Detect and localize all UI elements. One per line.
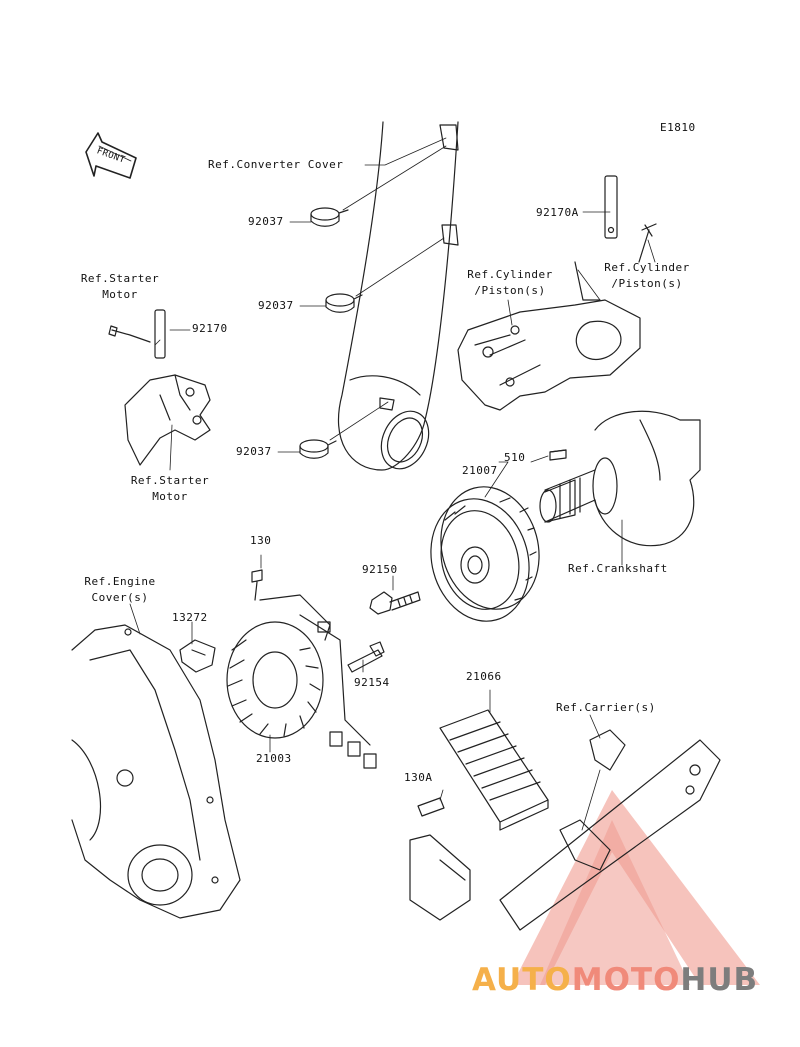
watermark-triangle <box>512 790 760 985</box>
label-ref-starter-top-line2: Motor <box>102 288 138 301</box>
front-arrow-icon <box>85 132 137 179</box>
key-510 <box>549 449 567 453</box>
label-ref-starter-bottom-line2: Motor <box>152 490 188 503</box>
bracket-92170A <box>604 175 657 263</box>
label-ref-converter-cover: Ref.Converter Cover <box>208 158 344 171</box>
label-ref-engine-cover-line2: Cover(s) <box>91 591 149 604</box>
label-ref-starter-bottom-line1: Ref.Starter <box>130 474 210 487</box>
label-ref-carrier: Ref.Carrier(s) <box>556 701 656 714</box>
label-92037-b: 92037 <box>258 299 294 312</box>
watermark-moto: MOTO <box>571 962 681 998</box>
label-130A: 130A <box>404 771 433 784</box>
label-130: 130 <box>250 534 272 547</box>
label-ref-cylinder-right-line2: /Piston(s) <box>611 277 683 290</box>
crankshaft <box>539 410 701 547</box>
label-ref-cylinder-right-line1: Ref.Cylinder <box>604 261 690 274</box>
label-ref-starter-bottom: Ref.Starter Motor <box>120 473 220 505</box>
label-510: 510 <box>504 451 526 464</box>
label-13272: 13272 <box>172 611 208 624</box>
stator <box>226 569 377 769</box>
carrier <box>409 729 721 931</box>
label-ref-cylinder-left: Ref.Cylinder /Piston(s) <box>455 267 565 299</box>
label-21066: 21066 <box>466 670 502 683</box>
label-ref-cylinder-left-line1: Ref.Cylinder <box>467 268 553 281</box>
leader-lines <box>129 137 656 831</box>
label-92170A: 92170A <box>536 206 579 219</box>
label-ref-engine-cover: Ref.Engine Cover(s) <box>70 574 170 606</box>
label-ref-starter-top: Ref.Starter Motor <box>70 271 170 303</box>
label-92154: 92154 <box>354 676 390 689</box>
watermark-hub: HUB <box>680 962 759 998</box>
bolt-92154 <box>347 641 385 673</box>
rotor <box>430 486 540 622</box>
converter-duct <box>337 121 459 471</box>
label-ref-engine-cover-line1: Ref.Engine <box>84 575 156 588</box>
label-ref-crankshaft: Ref.Crankshaft <box>568 562 668 575</box>
regulator <box>417 709 549 831</box>
label-ref-cylinder-right: Ref.Cylinder /Piston(s) <box>592 260 702 292</box>
label-92037-c: 92037 <box>236 445 272 458</box>
hose-clamps <box>299 207 363 459</box>
clamp-13272 <box>179 639 216 673</box>
bolt-92150 <box>369 591 421 615</box>
diagram-code: E1810 <box>660 121 696 134</box>
watermark-auto: AUTO <box>472 962 572 998</box>
label-92150: 92150 <box>362 563 398 576</box>
starter-bracket <box>108 309 211 466</box>
label-ref-cylinder-left-line2: /Piston(s) <box>474 284 546 297</box>
engine-cover <box>71 624 241 919</box>
label-21007: 21007 <box>462 464 498 477</box>
label-92170: 92170 <box>192 322 228 335</box>
label-21003: 21003 <box>256 752 292 765</box>
cylinder-part <box>457 261 641 411</box>
label-ref-starter-top-line1: Ref.Starter <box>80 272 160 285</box>
watermark-logo: AUTOMOTOHUB <box>472 962 758 998</box>
label-92037-a: 92037 <box>248 215 284 228</box>
